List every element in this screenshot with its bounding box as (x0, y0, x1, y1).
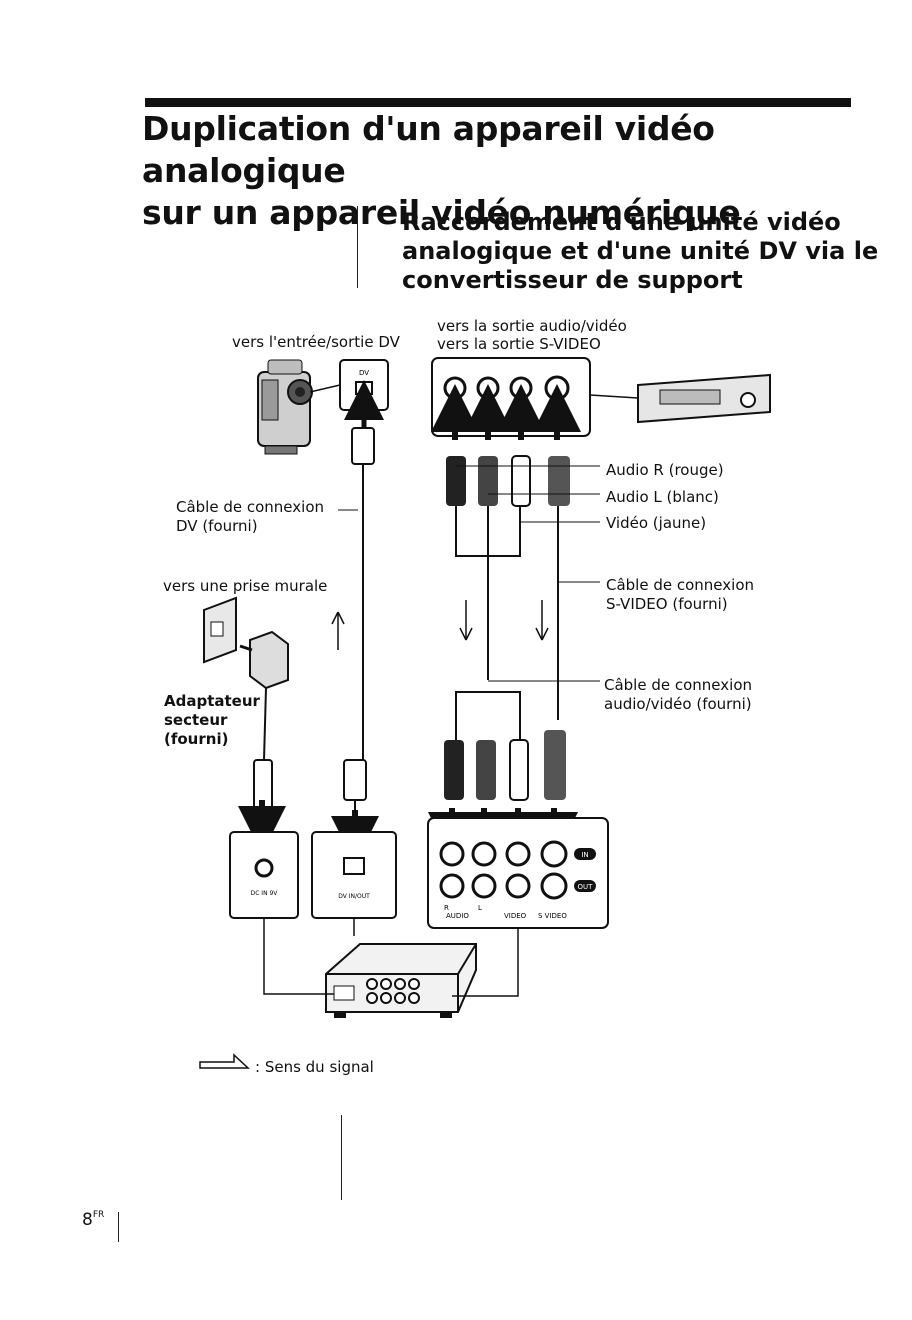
label-to-dv-io: vers l'entrée/sortie DV (232, 333, 400, 351)
media-converter-icon (325, 943, 477, 1018)
page-number-divider (118, 1212, 119, 1242)
av-plugs-bottom (444, 691, 566, 801)
dv-port-callout (309, 359, 389, 411)
label-ac-adapter: Adaptateur secteur (fourni) (164, 692, 260, 749)
label-av-cable: Câble de connexion audio/vidéo (fourni) (604, 676, 752, 714)
dv-cable (343, 427, 375, 815)
dc-in-label: DC IN 9V (251, 890, 279, 897)
signal-arrow-svideo (535, 600, 549, 641)
converter-av-panel (427, 817, 609, 929)
section-subtitle-line-2: analogique et d'une unité DV via le (402, 237, 879, 265)
camcorder-icon (257, 359, 313, 455)
label-svideo-cable-line-2: S-VIDEO (fourni) (606, 595, 728, 613)
label-ac-adapter-line-1: Adaptateur (164, 692, 260, 710)
page-number: 8FR (82, 1210, 104, 1230)
dv-in-out-panel (311, 831, 397, 919)
label-av-cable-line-1: Câble de connexion (604, 676, 753, 694)
ac-adapter-icon (239, 630, 289, 811)
dv-port-label: DV (359, 369, 369, 377)
audio-label: AUDIO (446, 912, 469, 920)
header-rule (145, 98, 851, 107)
l-label: L (478, 904, 482, 912)
legend-text: : Sens du signal (255, 1058, 374, 1076)
r-label: R (444, 904, 449, 912)
label-dv-cable: Câble de connexion DV (fourni) (176, 498, 324, 536)
video-label: VIDEO (504, 912, 527, 920)
label-ac-adapter-line-2: secteur (164, 711, 228, 729)
dv-in-out-label: DV IN/OUT (338, 893, 370, 900)
callout-lines (263, 918, 519, 997)
signal-arrow-dv (331, 611, 345, 650)
label-audio-l: Audio L (blanc) (606, 488, 719, 506)
page-title-line-2: sur un appareil vidéo numérique (142, 193, 741, 232)
label-svideo-cable-line-1: Câble de connexion (606, 576, 755, 594)
vcr-icon (589, 373, 771, 424)
dc-in-panel (229, 831, 299, 919)
label-av-cable-line-2: audio/vidéo (fourni) (604, 695, 752, 713)
label-video: Vidéo (jaune) (606, 514, 707, 532)
label-dv-cable-line-1: Câble de connexion (176, 498, 325, 516)
section-subtitle: Raccordement d'une unité vidéo analogiqu… (402, 208, 878, 295)
page-title: Duplication d'un appareil vidéo analogiq… (142, 108, 912, 234)
signal-arrow-av (459, 600, 473, 641)
wall-outlet-icon (203, 596, 237, 664)
label-to-av-out: vers la sortie audio/vidéo (437, 317, 627, 335)
cable-leaders-right (456, 465, 600, 682)
section-subtitle-line-3: convertisseur de support (402, 266, 743, 294)
vcr-input-arrows (431, 384, 581, 440)
page-title-line-1: Duplication d'un appareil vidéo analogiq… (142, 109, 715, 190)
out-badge-label: OUT (578, 883, 594, 891)
label-ac-adapter-line-3: (fourni) (164, 730, 229, 748)
section-divider (357, 206, 358, 288)
svideo-label: S VIDEO (538, 912, 567, 920)
label-audio-r: Audio R (rouge) (606, 461, 724, 479)
label-to-svideo-out: vers la sortie S-VIDEO (437, 335, 601, 353)
label-wall-outlet: vers une prise murale (163, 577, 328, 595)
in-badge-label: IN (581, 851, 588, 859)
page-number-lang: FR (92, 1210, 105, 1220)
footer-divider (341, 1115, 342, 1200)
signal-direction-icon (199, 1053, 250, 1069)
label-dv-cable-line-2: DV (fourni) (176, 517, 258, 535)
av-plugs-top (446, 455, 570, 720)
label-svideo-cable: Câble de connexion S-VIDEO (fourni) (606, 576, 754, 614)
page-number-value: 8 (82, 1210, 93, 1230)
section-subtitle-line-1: Raccordement d'une unité vidéo (402, 208, 841, 236)
